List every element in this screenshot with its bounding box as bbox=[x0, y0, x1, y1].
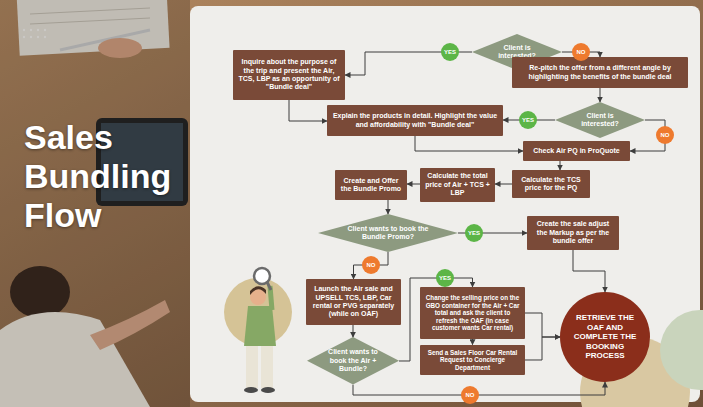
node-text-wrap: Launch the Air sale and UPSELL TCS, LBP,… bbox=[310, 285, 397, 319]
page-title: Sales Bundling Flow bbox=[24, 118, 189, 235]
connector-arrow bbox=[388, 200, 389, 214]
answer-text: YES bbox=[522, 117, 534, 123]
node-text-wrap: Client wants to book the Bundle Promo? bbox=[345, 225, 432, 242]
connector-arrow bbox=[573, 250, 605, 292]
connector-arrow bbox=[353, 382, 605, 395]
node-label: Client wants to book the Air + Bundle? bbox=[324, 348, 381, 373]
answer-badge: YES bbox=[436, 269, 454, 287]
node-label: Calculate the TCS price for the PQ bbox=[516, 176, 586, 193]
leg bbox=[261, 346, 273, 388]
flow-panel bbox=[190, 6, 700, 402]
answer-badge: NO bbox=[572, 43, 590, 61]
node-text-wrap: Explain the products in detail. Highligh… bbox=[331, 112, 499, 129]
process-box: Calculate the total price of Air + TCS +… bbox=[420, 168, 495, 201]
process-box: Check Air PQ in ProQuote bbox=[523, 141, 630, 161]
shoe bbox=[261, 387, 275, 393]
connector-arrow bbox=[407, 184, 420, 185]
node-label: Create the sale adjust the Markup as per… bbox=[531, 220, 615, 245]
answer-badge: NO bbox=[656, 126, 674, 144]
answer-text: YES bbox=[439, 275, 451, 281]
magnifier-handle bbox=[267, 282, 271, 290]
process-box: Create and Offer the Bundle Promo bbox=[335, 170, 407, 200]
connector-arrow bbox=[472, 339, 473, 345]
node-label: Check Air PQ in ProQuote bbox=[527, 147, 626, 155]
node-text-wrap: Re-pitch the offer from a different angl… bbox=[516, 64, 684, 81]
node-text-wrap: Inquire about the purpose of the trip an… bbox=[237, 58, 341, 92]
terminal-circle: RETRIEVE THE OAF AND COMPLETE THE BOOKIN… bbox=[560, 292, 650, 382]
node-label: Send a Sales Floor Car Rental Request to… bbox=[424, 349, 521, 372]
decision-diamond: Client wants to book the Air + Bundle? bbox=[307, 337, 399, 384]
diamond-shape bbox=[318, 214, 458, 252]
node-label: Create and Offer the Bundle Promo bbox=[339, 177, 403, 194]
diamond-shape bbox=[555, 102, 645, 138]
node-text-wrap: Create and Offer the Bundle Promo bbox=[339, 177, 403, 194]
photo-shade bbox=[0, 0, 190, 407]
node-text-wrap: Calculate the TCS price for the PQ bbox=[516, 176, 586, 193]
process-box: Create the sale adjust the Markup as per… bbox=[527, 216, 619, 250]
node-text-wrap: Check Air PQ in ProQuote bbox=[527, 147, 626, 155]
decision-diamond: Client wants to book the Bundle Promo? bbox=[318, 214, 458, 252]
node-text-wrap: RETRIEVE THE OAF AND COMPLETE THE BOOKIN… bbox=[572, 313, 639, 361]
answer-badge: NO bbox=[362, 256, 380, 274]
magnifier-lens bbox=[254, 268, 270, 284]
answer-text: YES bbox=[444, 49, 456, 55]
node-text-wrap: Send a Sales Floor Car Rental Request to… bbox=[424, 349, 521, 372]
answer-badge: YES bbox=[519, 111, 537, 129]
connector-arrow bbox=[525, 313, 560, 337]
node-label: Change the selling price on the GBO cont… bbox=[424, 294, 521, 332]
process-box: Explain the products in detail. Highligh… bbox=[327, 105, 503, 136]
connector-arrow bbox=[525, 337, 560, 360]
shoe bbox=[244, 387, 258, 393]
node-label: Client is interested? bbox=[572, 112, 628, 129]
process-box: Change the selling price on the GBO cont… bbox=[420, 287, 525, 339]
process-box: Inquire about the purpose of the trip an… bbox=[233, 50, 345, 100]
connector-arrow bbox=[353, 325, 354, 337]
process-box: Re-pitch the offer from a different angl… bbox=[512, 57, 688, 88]
node-label: Launch the Air sale and UPSELL TCS, LBP,… bbox=[310, 285, 397, 319]
process-box: Calculate the TCS price for the PQ bbox=[512, 170, 590, 198]
decor-circle bbox=[660, 310, 703, 390]
connector-arrow bbox=[415, 136, 523, 151]
decision-diamond: Client is interested? bbox=[555, 102, 645, 138]
node-text-wrap: Change the selling price on the GBO cont… bbox=[424, 294, 521, 332]
answer-text: YES bbox=[468, 230, 480, 236]
node-label: Client wants to book the Bundle Promo? bbox=[345, 225, 432, 242]
connector-arrow bbox=[560, 161, 561, 170]
answer-badge: YES bbox=[465, 224, 483, 242]
answer-text: NO bbox=[367, 262, 376, 268]
person-illustration bbox=[244, 268, 276, 393]
connector-arrow bbox=[495, 184, 512, 185]
sweater bbox=[244, 306, 276, 346]
answer-text: NO bbox=[466, 392, 475, 398]
answer-badge: NO bbox=[461, 386, 479, 404]
node-text-wrap: Client is interested? bbox=[572, 112, 628, 129]
leg bbox=[246, 346, 258, 388]
process-box: Send a Sales Floor Car Rental Request to… bbox=[420, 345, 525, 376]
answer-badge: YES bbox=[441, 43, 459, 61]
node-label: RETRIEVE THE OAF AND COMPLETE THE BOOKIN… bbox=[572, 313, 639, 361]
answer-text: NO bbox=[577, 49, 586, 55]
connector-arrow bbox=[354, 252, 389, 279]
node-text-wrap: Calculate the total price of Air + TCS +… bbox=[424, 172, 491, 197]
node-label: Calculate the total price of Air + TCS +… bbox=[424, 172, 491, 197]
node-label: Explain the products in detail. Highligh… bbox=[331, 112, 499, 129]
connector-arrow bbox=[600, 88, 601, 102]
hair bbox=[250, 286, 266, 295]
answer-text: NO bbox=[661, 132, 670, 138]
node-label: Inquire about the purpose of the trip an… bbox=[237, 58, 341, 92]
node-label: Re-pitch the offer from a different angl… bbox=[516, 64, 684, 81]
diamond-shape bbox=[307, 337, 399, 384]
decor-circle bbox=[224, 278, 292, 346]
connector-arrow bbox=[289, 100, 327, 121]
node-text-wrap: Client wants to book the Air + Bundle? bbox=[324, 348, 381, 373]
process-box: Launch the Air sale and UPSELL TCS, LBP,… bbox=[306, 279, 401, 325]
node-text-wrap: Create the sale adjust the Markup as per… bbox=[531, 220, 615, 245]
